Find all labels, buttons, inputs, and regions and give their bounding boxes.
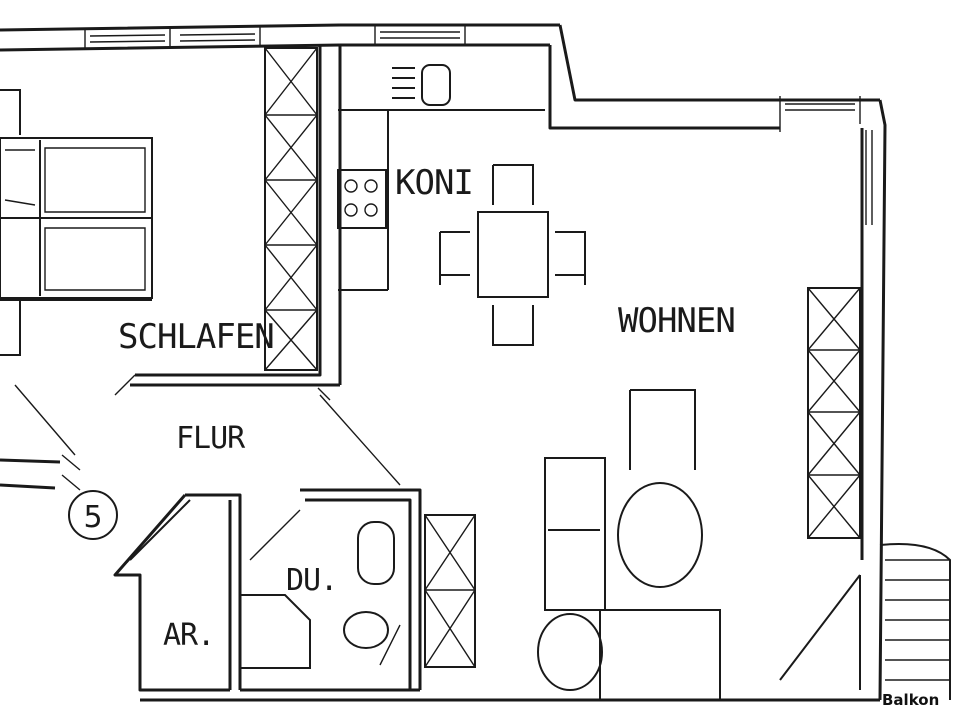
room-label-koni: KONI [395, 163, 473, 203]
room-label-ar: AR. [163, 618, 214, 653]
dining-table-icon [439, 164, 586, 346]
wardrobe-icon [807, 287, 861, 539]
exterior-walls [0, 23, 887, 702]
wardrobe-icon [264, 47, 318, 371]
unit-number-marker: 5 [68, 490, 118, 540]
interior-walls [113, 45, 545, 692]
round-table-icon [617, 482, 703, 588]
stairs-icon [879, 543, 951, 700]
unit-number: 5 [83, 500, 102, 535]
toilet-icon [343, 521, 395, 649]
armchair [629, 389, 696, 470]
room-label-schlafen: SCHLAFEN [118, 317, 274, 357]
sink-icon [392, 64, 451, 106]
wardrobe-icon [424, 514, 476, 668]
room-label-flur: FLUR [176, 421, 246, 456]
shower-tray [239, 594, 311, 669]
balcony-label: Balkon [882, 691, 939, 709]
room-label-wohnen: WOHNEN [618, 301, 735, 341]
sofa [537, 457, 721, 700]
door-swing-icon [14, 374, 861, 690]
room-label-du: DU. [286, 563, 337, 598]
stove-icon [337, 169, 387, 229]
bed-icon [0, 89, 153, 356]
